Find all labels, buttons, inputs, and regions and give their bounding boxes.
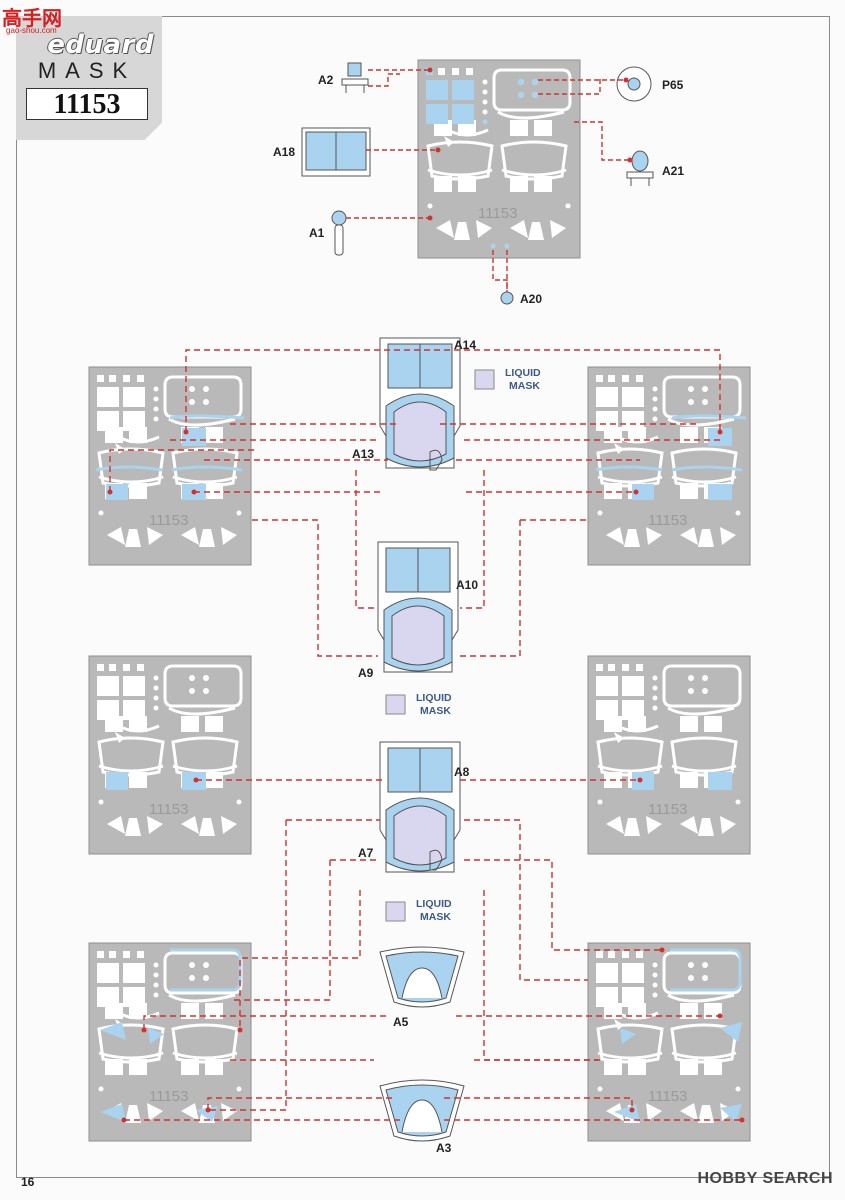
liquid-mask-2: LIQUID MASK [385,692,452,717]
liquid-mask-label-line1: LIQUID [416,692,452,704]
label-a18: A18 [273,145,295,159]
page-number: 16 [21,1175,35,1189]
liquid-mask-3: LIQUID MASK [385,898,452,923]
sheet-left-3 [87,941,253,1143]
part-a2: A2 [318,62,369,93]
top-leader-lines [346,69,630,292]
sheet-left-1 [87,365,253,567]
sheet-right-2 [586,654,752,856]
label-a2: A2 [318,73,334,87]
label-p65: P65 [662,78,684,92]
part-a20: A20 [500,291,542,306]
label-a9: A9 [358,666,374,680]
leader-lines [109,349,742,1121]
part-a18: A18 [273,127,371,177]
canopy-a8-a7: A8 A7 [358,741,470,873]
sheet-right-1 [586,365,752,567]
windscreen-a5: A5 [379,946,465,1029]
brand-name: eduard [47,30,154,60]
leader-dots [107,67,745,1123]
part-a1: A1 [309,210,347,256]
product-name: MASK [37,58,137,83]
liquid-mask-label-line2: MASK [509,380,540,392]
liquid-mask-label-line1: LIQUID [416,898,452,910]
label-a1: A1 [309,226,325,240]
watermark-logo: 高手网 [2,6,62,30]
product-code: 11153 [26,88,148,120]
part-p65: P65 [616,66,684,102]
liquid-mask-label-line1: LIQUID [505,367,541,379]
page-frame [16,16,830,1178]
part-a21: A21 [626,150,684,186]
sheet-right-3 [586,941,752,1143]
label-a7: A7 [358,846,374,860]
liquid-mask-1: LIQUID MASK [474,367,541,392]
label-a8: A8 [454,765,470,779]
liquid-mask-label-line2: MASK [420,911,451,923]
sheet-left-2 [87,654,253,856]
windscreen-a3: A3 [379,1079,465,1155]
canopy-a14-a13: A14 A13 [352,337,476,471]
canopy-a10-a9: A10 A9 [358,541,478,680]
label-a10: A10 [456,578,478,592]
label-a3: A3 [436,1141,452,1155]
label-a14: A14 [454,338,476,352]
watermark-url: gao-shou.com [6,26,57,35]
label-a20: A20 [520,292,542,306]
label-a13: A13 [352,447,374,461]
hobby-search-logo: HOBBY SEARCH [697,1170,833,1187]
liquid-mask-label-line2: MASK [420,705,451,717]
label-a21: A21 [662,164,684,178]
label-a5: A5 [393,1015,409,1029]
top-sheet [416,58,582,260]
